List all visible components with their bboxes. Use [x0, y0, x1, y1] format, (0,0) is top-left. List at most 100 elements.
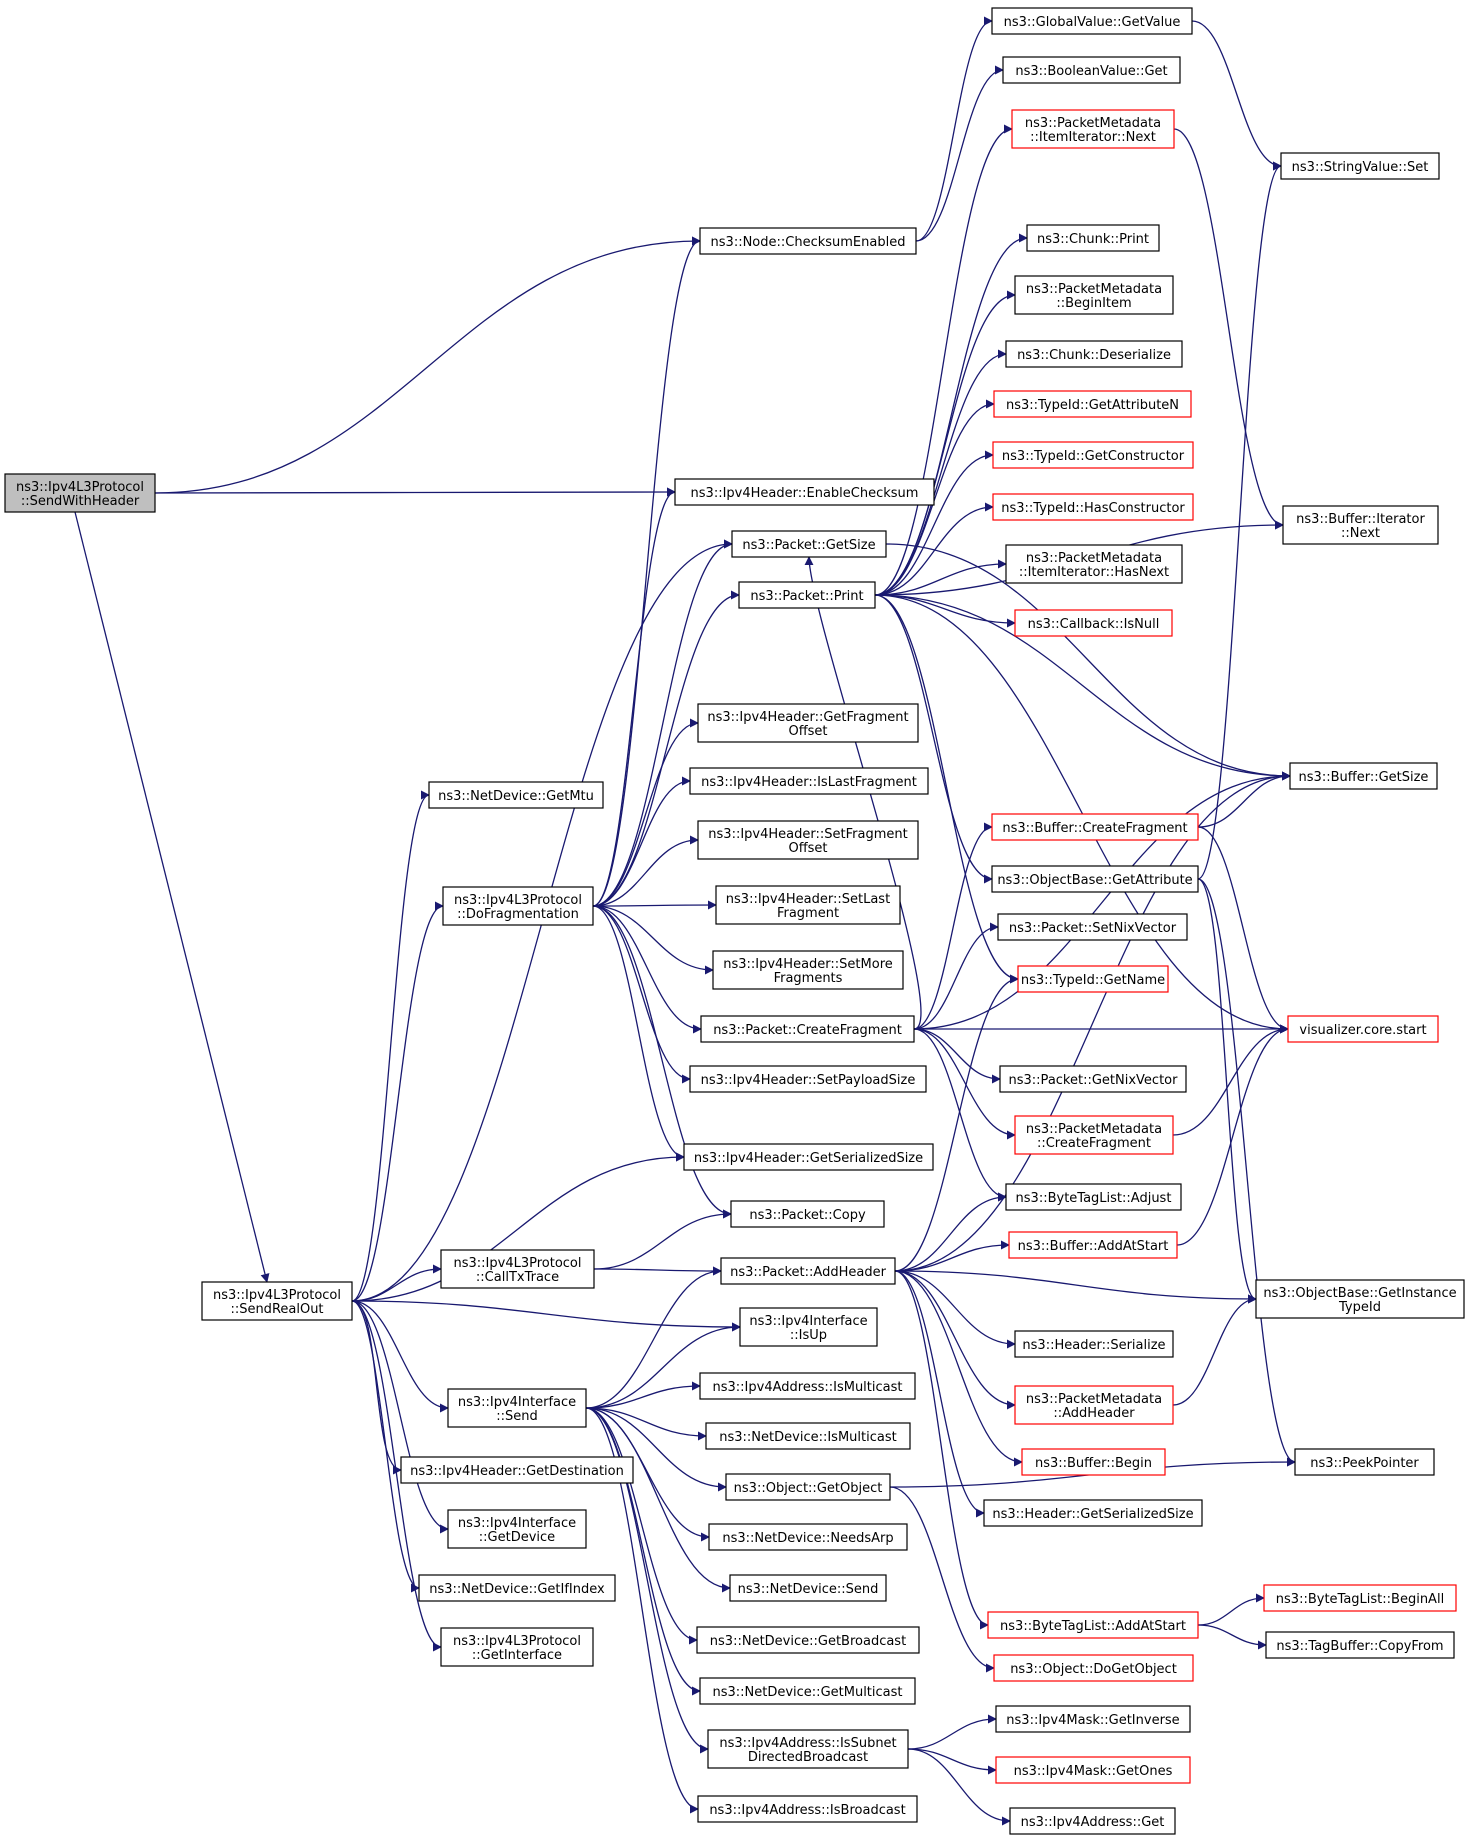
- node-pmAddHeader[interactable]: ns3::PacketMetadata::AddHeader: [1014, 1385, 1174, 1425]
- edge-doFrag-to-setLastFrag: [592, 900, 717, 910]
- node-label: ns3::Ipv4Header::SetPayloadSize: [701, 1073, 916, 1088]
- edge-pktPrint-to-tidGetName: [874, 594, 1019, 984]
- node-booleanGet[interactable]: ns3::BooleanValue::Get: [1002, 56, 1181, 84]
- edge-root-to-sendRealOut: [74, 511, 270, 1283]
- node-bufBegin[interactable]: ns3::Buffer::Begin: [1021, 1448, 1166, 1476]
- node-doGetObject[interactable]: ns3::Object::DoGetObject: [993, 1654, 1194, 1682]
- node-pmCreateFrag[interactable]: ns3::PacketMetadata::CreateFragment: [1014, 1115, 1174, 1155]
- node-enableChecksum[interactable]: ns3::Ipv4Header::EnableChecksum: [674, 478, 935, 506]
- node-pktGetSize[interactable]: ns3::Packet::GetSize: [731, 530, 887, 558]
- node-addrIsMulticast[interactable]: ns3::Ipv4Address::IsMulticast: [699, 1372, 916, 1400]
- node-isSubnetDirBcast[interactable]: ns3::Ipv4Address::IsSubnetDirectedBroadc…: [707, 1729, 909, 1769]
- node-box: [1005, 1183, 1182, 1211]
- edge-doFrag-to-checksumEnabled: [592, 236, 701, 907]
- edge-ifSend-to-devSend: [585, 1407, 731, 1593]
- node-hdrGetSerSize[interactable]: ns3::Header::GetSerializedSize: [983, 1499, 1203, 1527]
- node-objGetAttr[interactable]: ns3::ObjectBase::GetAttribute: [991, 865, 1199, 893]
- node-setNixVector[interactable]: ns3::Packet::SetNixVector: [997, 913, 1188, 941]
- node-box: [1289, 762, 1438, 790]
- node-label: ns3::NetDevice::IsMulticast: [719, 1430, 896, 1445]
- node-ifGetDevice[interactable]: ns3::Ipv4Interface::GetDevice: [447, 1509, 587, 1549]
- node-getMtu[interactable]: ns3::NetDevice::GetMtu: [428, 781, 604, 809]
- node-maskGetInverse[interactable]: ns3::Ipv4Mask::GetInverse: [995, 1705, 1191, 1733]
- node-bufAddAtStart[interactable]: ns3::Buffer::AddAtStart: [1008, 1231, 1178, 1259]
- node-box: [993, 390, 1192, 418]
- edge-ifSend-to-addrIsBroadcast: [585, 1407, 699, 1814]
- edge-ifSend-to-addrIsMulticast: [585, 1381, 701, 1409]
- edge-ifSend-to-pktAddHeader: [585, 1266, 722, 1409]
- node-bufCreateFrag[interactable]: ns3::Buffer::CreateFragment: [991, 813, 1199, 841]
- node-tidGetName[interactable]: ns3::TypeId::GetName: [1017, 965, 1169, 993]
- node-btlAddAtStart[interactable]: ns3::ByteTagList::AddAtStart: [987, 1611, 1199, 1639]
- node-btlAdjust[interactable]: ns3::ByteTagList::Adjust: [1005, 1183, 1182, 1211]
- node-tbCopyFrom[interactable]: ns3::TagBuffer::CopyFrom: [1265, 1631, 1455, 1659]
- node-getDest[interactable]: ns3::Ipv4Header::GetDestination: [400, 1456, 634, 1484]
- node-tidGetCtor[interactable]: ns3::TypeId::GetConstructor: [992, 441, 1194, 469]
- node-doFrag[interactable]: ns3::Ipv4L3Protocol::DoFragmentation: [442, 886, 594, 926]
- node-globalGetValue[interactable]: ns3::GlobalValue::GetValue: [991, 7, 1193, 35]
- node-label: ns3::Ipv4Header::SetLast: [726, 892, 890, 907]
- node-label: ::GetInterface: [472, 1648, 562, 1663]
- node-getIfIndex[interactable]: ns3::NetDevice::GetIfIndex: [418, 1574, 616, 1602]
- edge-pktAddHeader-to-hdrSerialize: [894, 1270, 1016, 1349]
- node-sendRealOut[interactable]: ns3::Ipv4L3Protocol::SendRealOut: [201, 1281, 353, 1321]
- node-tidGetAttrN[interactable]: ns3::TypeId::GetAttributeN: [993, 390, 1192, 418]
- node-label: ns3::ByteTagList::Adjust: [1016, 1191, 1172, 1206]
- node-tidHasCtor[interactable]: ns3::TypeId::HasConstructor: [992, 493, 1194, 521]
- node-ifIsUp[interactable]: ns3::Ipv4Interface::IsUp: [739, 1307, 878, 1347]
- node-pktAddHeader[interactable]: ns3::Packet::AddHeader: [720, 1257, 896, 1285]
- edge-ifSend-to-devIsMulticast: [585, 1407, 707, 1441]
- node-vizStart[interactable]: visualizer.core.start: [1287, 1015, 1439, 1043]
- node-isLastFrag[interactable]: ns3::Ipv4Header::IsLastFragment: [689, 767, 929, 795]
- node-box: [705, 1422, 911, 1450]
- node-pktCopy[interactable]: ns3::Packet::Copy: [730, 1200, 885, 1228]
- node-label: visualizer.core.start: [1299, 1023, 1426, 1038]
- node-addrGet[interactable]: ns3::Ipv4Address::Get: [1009, 1807, 1176, 1835]
- edge-pktPrint-to-pmIterHasNext: [874, 559, 1007, 596]
- node-bufGetSize[interactable]: ns3::Buffer::GetSize: [1289, 762, 1438, 790]
- node-pktPrint[interactable]: ns3::Packet::Print: [738, 581, 876, 609]
- node-devIsMulticast[interactable]: ns3::NetDevice::IsMulticast: [705, 1422, 911, 1450]
- node-label: ns3::Ipv4Interface: [749, 1314, 867, 1329]
- node-pmIterNext[interactable]: ns3::PacketMetadata::ItemIterator::Next: [1011, 109, 1175, 149]
- node-devSend[interactable]: ns3::NetDevice::Send: [729, 1574, 887, 1602]
- node-label: ns3::NetDevice::GetIfIndex: [429, 1582, 605, 1597]
- node-stringSet[interactable]: ns3::StringValue::Set: [1280, 152, 1440, 180]
- node-pmIterHasNext[interactable]: ns3::PacketMetadata::ItemIterator::HasNe…: [1005, 544, 1183, 584]
- edge-pktPrint-to-cbIsNull: [874, 594, 1016, 628]
- node-box: [697, 820, 919, 860]
- node-bufIterNext[interactable]: ns3::Buffer::Iterator::Next: [1282, 505, 1439, 545]
- node-hdrSerialize[interactable]: ns3::Header::Serialize: [1014, 1330, 1174, 1358]
- edge-pktPrint-to-objGetAttr: [874, 594, 993, 884]
- edge-doFrag-to-isLastFrag: [592, 776, 691, 907]
- node-getInterface[interactable]: ns3::Ipv4L3Protocol::GetInterface: [440, 1627, 594, 1667]
- node-getNixVector[interactable]: ns3::Packet::GetNixVector: [999, 1065, 1187, 1093]
- node-getSerSize[interactable]: ns3::Ipv4Header::GetSerializedSize: [683, 1143, 934, 1171]
- node-btlBeginAll[interactable]: ns3::ByteTagList::BeginAll: [1263, 1584, 1457, 1612]
- node-getBroadcast[interactable]: ns3::NetDevice::GetBroadcast: [696, 1626, 920, 1654]
- node-box: [715, 885, 901, 925]
- node-box: [1008, 1231, 1178, 1259]
- node-addrIsBroadcast[interactable]: ns3::Ipv4Address::IsBroadcast: [697, 1795, 918, 1823]
- node-pktCreateFrag[interactable]: ns3::Packet::CreateFragment: [700, 1015, 915, 1043]
- node-chunkDeser[interactable]: ns3::Chunk::Deserialize: [1005, 340, 1183, 368]
- node-peekPointer[interactable]: ns3::PeekPointer: [1294, 1448, 1435, 1476]
- node-checksumEnabled[interactable]: ns3::Node::ChecksumEnabled: [699, 227, 917, 255]
- node-setPayloadSize[interactable]: ns3::Ipv4Header::SetPayloadSize: [689, 1065, 927, 1093]
- node-pmBeginItem[interactable]: ns3::PacketMetadata::BeginItem: [1014, 275, 1174, 315]
- node-box: [440, 1249, 595, 1289]
- node-maskGetOnes[interactable]: ns3::Ipv4Mask::GetOnes: [995, 1756, 1191, 1784]
- node-callTxTrace[interactable]: ns3::Ipv4L3Protocol::CallTxTrace: [440, 1249, 595, 1289]
- node-needsArp[interactable]: ns3::NetDevice::NeedsArp: [708, 1523, 908, 1551]
- node-label: ns3::Node::ChecksumEnabled: [711, 235, 906, 250]
- node-cbIsNull[interactable]: ns3::Callback::IsNull: [1014, 609, 1173, 637]
- node-ifSend[interactable]: ns3::Ipv4Interface::Send: [447, 1388, 587, 1428]
- node-getMulticast[interactable]: ns3::NetDevice::GetMulticast: [699, 1677, 916, 1705]
- node-chunkPrint[interactable]: ns3::Chunk::Print: [1026, 224, 1160, 252]
- node-objGetObject[interactable]: ns3::Object::GetObject: [725, 1473, 891, 1501]
